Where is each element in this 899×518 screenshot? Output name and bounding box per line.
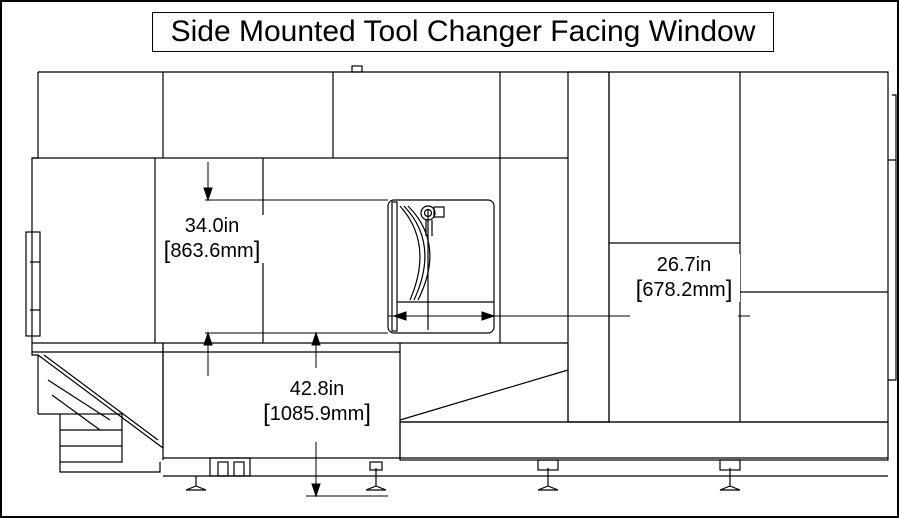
window-sill-height-inches: 42.8in [289,378,345,400]
leveling-feet [185,459,741,491]
tool-changer-arm [399,205,421,301]
window-width-inches: 26.7in [656,254,712,276]
window-sill-height-dimension: 42.8in [1085.9mm] [255,378,379,427]
window-width-mm: 678.2mm [642,279,726,301]
tool-changer-hub [420,205,436,221]
slanted-guard [399,369,569,421]
window-height-dimension: 34.0in [863.6mm] [156,215,268,264]
right-end-cap [888,159,897,381]
window-sill-height-mm: 1085.9mm [269,403,365,425]
left-cabinet-handle [25,231,41,337]
page-title: Side Mounted Tool Changer Facing Window [152,12,774,52]
left-cabinet [31,72,39,414]
window-width-dimension: 26.7in [678.2mm] [628,254,740,303]
machine-roof [38,71,889,160]
tool-changer-window [387,199,495,334]
window-height-mm: 863.6mm [170,240,254,262]
central-column [567,71,610,423]
lower-chip-chute [37,343,164,450]
window-height-inches: 34.0in [184,215,240,237]
